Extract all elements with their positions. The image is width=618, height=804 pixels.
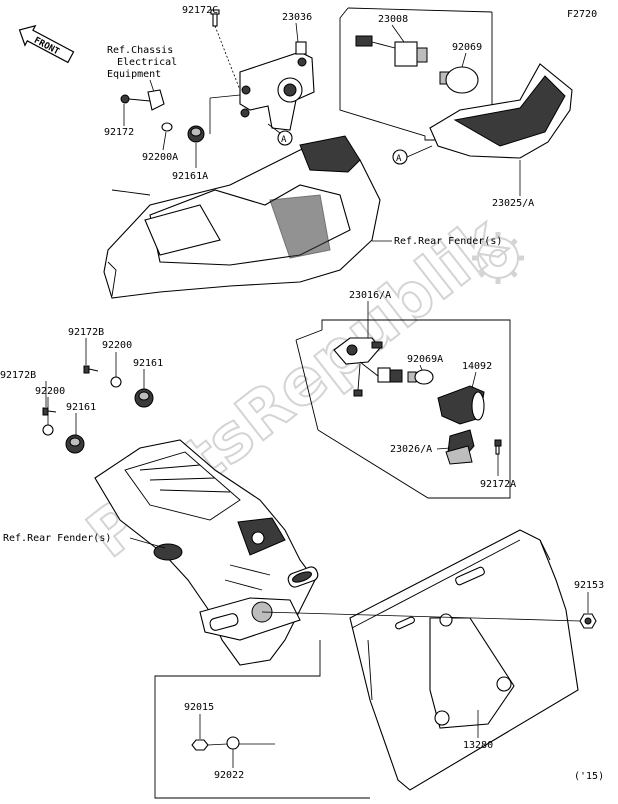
leader-ref-rear-fender-bottom [129,537,166,549]
rear-fender-upper-assembly [103,135,381,299]
callout-a-marker-1: A [277,130,293,146]
leader-92069A [419,364,423,371]
ref-rear-fender-top: Ref.Rear Fender(s) [394,236,502,247]
part-23008-socket [355,35,428,67]
leader-plate-mount [261,611,581,622]
label-92172: 92172 [104,127,134,138]
leader-14092 [471,371,477,389]
label-92161A: 92161A [172,171,208,182]
label-92161-1: 92161 [133,358,163,369]
part-92172B-screw-2 [42,407,57,416]
label-92172A: 92172A [480,479,516,490]
label-23026A: 23026/A [390,444,432,455]
figure-code: F2720 [567,9,597,20]
label-92172B-2: 92172B [0,370,36,381]
ref-rear-fender-bottom: Ref.Rear Fender(s) [3,533,111,544]
leader-92069 [461,52,467,68]
part-13280-license-plate-bracket [349,529,579,791]
part-92200-washer-2 [42,424,54,436]
part-92069-bulb [439,66,479,94]
callout-a-marker-2: A [392,149,408,165]
label-23025A: 23025/A [492,198,534,209]
part-92161A-grommet [187,125,205,143]
ref-chassis-line2: Electrical [117,57,177,68]
ref-chassis-line1: Ref.Chassis [107,45,173,56]
ref-chassis-line3: Equipment [107,69,161,80]
part-92161-grommet-1 [134,388,154,408]
leader-23036 [295,22,299,43]
svg-text:A: A [396,154,402,164]
leader-turn-signal-top [347,7,493,13]
part-92200-washer-1 [110,376,122,388]
leader-bracket-arm [209,94,241,99]
label-92172C: 92172C [182,5,218,16]
label-92069: 92069 [452,42,482,53]
part-23026A-lens [445,429,475,465]
part-23016A-license-light-housing [333,337,403,397]
part-92172C-screw [210,9,241,91]
leader-23008 [391,24,405,43]
part-92022-washer [226,736,240,750]
part-92172B-screw-1 [83,365,99,374]
label-14092: 14092 [462,361,492,372]
part-23036-bracket [239,41,315,131]
leader-bottom-box [154,640,370,799]
part-92015-nut [191,739,209,751]
leader-23026A [436,447,451,450]
part-14092-cover [437,385,485,425]
rear-fender-lower-assembly [94,439,319,666]
label-92015: 92015 [184,702,214,713]
label-23008: 23008 [378,14,408,25]
label-92200-1: 92200 [102,340,132,351]
part-23025A-turn-signal [429,63,573,159]
leader-92200A [162,131,167,151]
label-13280: 13280 [463,740,493,751]
label-23036: 23036 [282,12,312,23]
leader-license-light-box [317,319,511,499]
label-92069A: 92069A [407,354,443,365]
leader-92015-92022 [207,743,228,746]
front-arrow-icon: FRONT [18,24,75,64]
part-92153-nut [579,613,597,629]
part-92069A-bulb [407,369,434,385]
part-92172A-screw [494,439,502,455]
leader-license-light-left [295,339,319,431]
label-92200A: 92200A [142,152,178,163]
leader-license-light-corner [295,329,323,341]
label-92153: 92153 [574,580,604,591]
label-92161-2: 92161 [66,402,96,413]
svg-text:A: A [281,135,287,145]
label-23016A: 23016/A [349,290,391,301]
part-92200A-washer [161,122,173,132]
leader-callout-a-2 [406,145,433,158]
part-92172-screw [120,89,165,111]
label-92200-2: 92200 [35,386,65,397]
gear-watermark-icon [472,232,524,284]
part-92161-grommet-2 [65,434,85,454]
label-92022: 92022 [214,770,244,781]
leader-callout-a-1 [267,123,281,134]
year-note: ('15) [574,771,604,782]
label-92172B-1: 92172B [68,327,104,338]
